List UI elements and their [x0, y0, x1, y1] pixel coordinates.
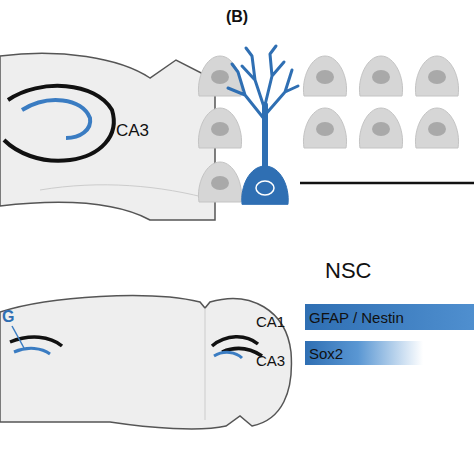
- section-line: [40, 185, 214, 200]
- granule-cells: [198, 56, 458, 202]
- brain-section: [0, 53, 215, 220]
- region-label: NSC: [325, 258, 371, 284]
- hippocampus-left: [10, 337, 62, 346]
- marker-name: GFAP / Nestin: [309, 309, 404, 326]
- nsc-cell: [228, 46, 298, 204]
- region-label: CA3: [256, 352, 285, 369]
- dg-right: [214, 352, 242, 358]
- leader-line: [12, 326, 24, 348]
- marker-bar: Sox2: [305, 341, 423, 365]
- coronal-section: [0, 296, 291, 429]
- region-label: CA1: [256, 313, 285, 330]
- marker-name: Sox2: [309, 345, 343, 362]
- dg-left: [14, 348, 50, 354]
- region-label: CA3: [116, 121, 149, 141]
- panel-label: (B): [226, 8, 248, 26]
- midline: [205, 308, 206, 420]
- region-label: G: [2, 308, 14, 326]
- timeline-line: [300, 182, 474, 185]
- hippocampus-outline: [4, 86, 114, 161]
- marker-bar: GFAP / Nestin: [305, 304, 474, 330]
- dentate-gyrus: [22, 100, 90, 138]
